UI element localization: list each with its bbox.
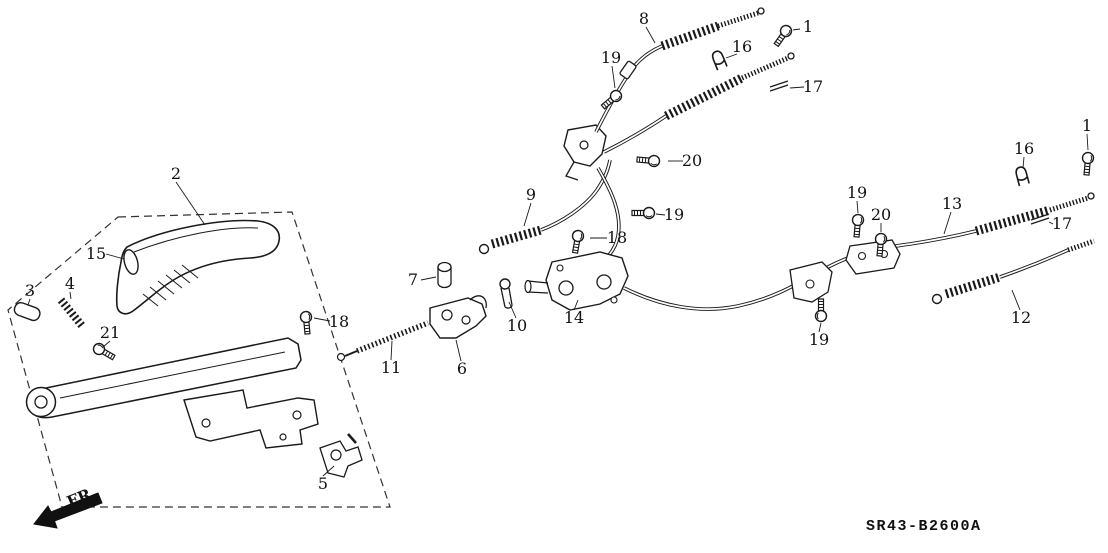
cable-connector-bracket <box>524 251 629 311</box>
part-callout-9: 9 <box>525 185 537 204</box>
brake-lever-grip <box>115 219 281 315</box>
part-callout-20: 20 <box>870 205 892 224</box>
rear-brake-cable-left <box>931 238 1095 305</box>
clip-16-top <box>710 48 728 72</box>
lever-mounting-bracket <box>183 389 319 449</box>
assembly-boundary-box <box>7 211 391 508</box>
part-callout-5: 5 <box>317 474 329 493</box>
bolt-19-top <box>598 87 625 112</box>
upper-right-brake-cable <box>603 52 795 154</box>
part-callout-18: 18 <box>328 312 350 331</box>
bolt-18-mid <box>568 228 586 255</box>
part-callout-16: 16 <box>1013 139 1035 158</box>
clip-16-right <box>1014 165 1030 187</box>
front-brake-cable <box>478 159 612 255</box>
upper-left-brake-cable <box>594 7 765 133</box>
bolt-19-right <box>850 213 865 239</box>
part-callout-13: 13 <box>941 194 963 213</box>
part-callout-19: 19 <box>808 330 830 349</box>
part-callout-21: 21 <box>99 323 121 342</box>
part-callout-14: 14 <box>563 308 585 327</box>
bolt-19-mid <box>631 206 656 220</box>
diagram-code: SR43-B2600A <box>866 518 982 535</box>
bolt-19-bottom <box>814 298 828 323</box>
brake-lever-arm <box>25 337 302 419</box>
part-callout-2: 2 <box>170 164 182 183</box>
part-callout-16: 16 <box>731 37 753 56</box>
part-callout-20: 20 <box>681 151 703 170</box>
part-callout-19: 19 <box>846 183 868 202</box>
button-cylinder-part <box>13 301 41 322</box>
part-callout-19: 19 <box>663 205 685 224</box>
leader-lines <box>27 26 1089 477</box>
part-callout-1: 1 <box>1081 116 1093 135</box>
part-callout-17: 17 <box>802 77 824 96</box>
cable-equalizer-bracket <box>429 295 487 339</box>
part-callout-3: 3 <box>24 281 36 300</box>
clevis-pin-part <box>499 278 513 309</box>
part-callout-6: 6 <box>456 359 468 378</box>
part-callout-19: 19 <box>600 48 622 67</box>
equalizer-rod <box>336 320 430 362</box>
part-callout-7: 7 <box>407 270 419 289</box>
part-callout-17: 17 <box>1051 214 1073 233</box>
front-direction-arrow <box>33 492 103 529</box>
part-callout-12: 12 <box>1010 308 1032 327</box>
part-callout-10: 10 <box>506 316 528 335</box>
part-callout-18: 18 <box>606 228 628 247</box>
junction-to-connector-cable <box>593 167 621 268</box>
part-callout-4: 4 <box>64 274 76 293</box>
spacer-collar-part <box>437 261 452 289</box>
bolt-20-top <box>635 153 661 168</box>
bolt-1-right <box>1080 151 1095 177</box>
cable-clamp-bracket-low <box>789 261 833 303</box>
cotter-pin-17-top <box>769 80 789 92</box>
brake-switch-part <box>319 433 363 478</box>
part-callout-11: 11 <box>380 358 402 377</box>
button-spring-part <box>57 297 87 330</box>
part-callout-8: 8 <box>638 9 650 28</box>
bolt-21-left <box>90 340 118 363</box>
cable-clamp-bracket-mid <box>845 239 901 275</box>
part-callout-15: 15 <box>85 244 107 263</box>
bolt-18-left <box>299 310 314 336</box>
part-callout-1: 1 <box>802 17 814 36</box>
bolt-1-top <box>771 22 795 49</box>
